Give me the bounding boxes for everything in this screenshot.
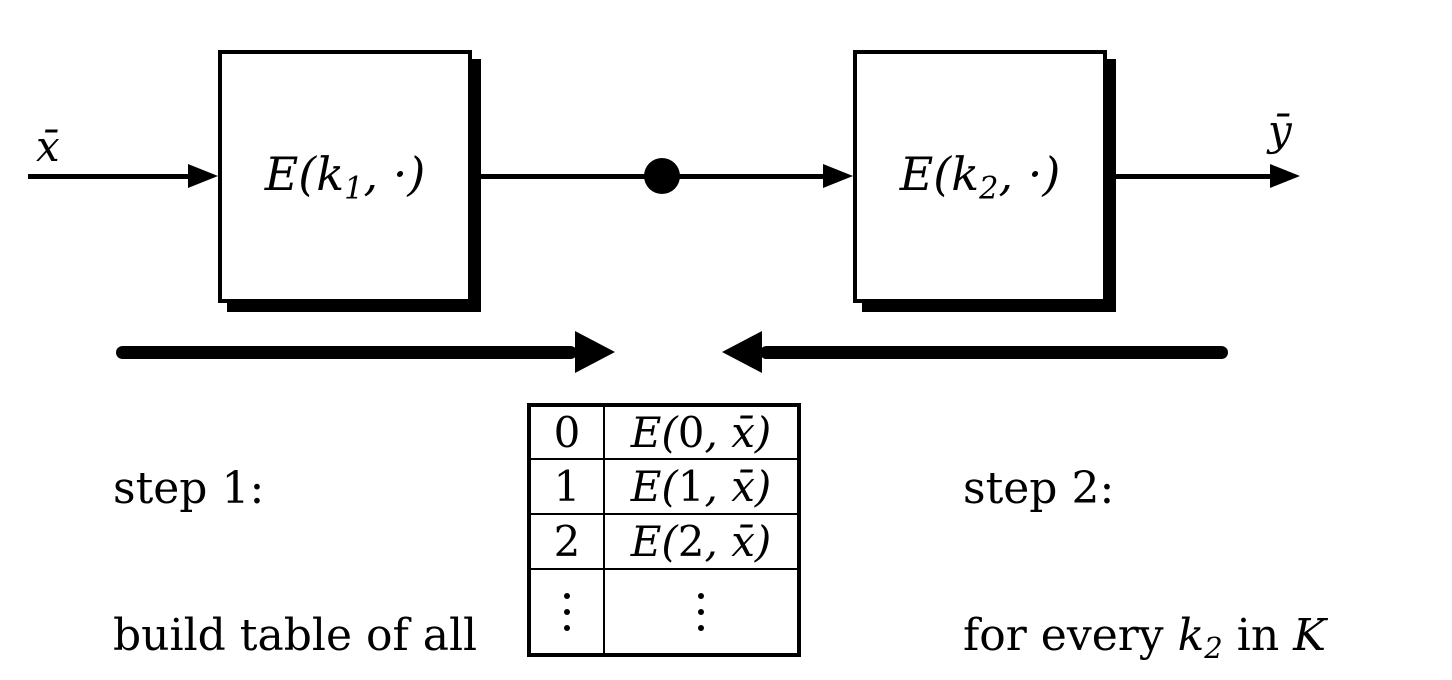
output-label: ȳ bbox=[1268, 106, 1292, 155]
step1-line1: step 1: bbox=[113, 463, 265, 514]
junction-dot-icon bbox=[644, 158, 680, 194]
step2-arrow-bar bbox=[760, 346, 1228, 359]
encrypt-box-2: E(k2, ·) bbox=[853, 50, 1107, 303]
input-arrowhead-icon bbox=[188, 164, 218, 188]
encrypt-box-1-label: E(k1, ·) bbox=[264, 146, 426, 207]
table-key-cell: 0 bbox=[531, 407, 605, 460]
output-arrowhead-icon bbox=[1270, 164, 1300, 188]
step1-arrow-bar bbox=[116, 346, 577, 359]
input-label: x̄ bbox=[36, 122, 60, 171]
encrypt-box-1: E(k1, ·) bbox=[218, 50, 472, 303]
vdots-icon bbox=[698, 592, 704, 631]
step1-arrowhead-icon bbox=[575, 331, 615, 373]
step2-line2: for every k2 in K bbox=[963, 610, 1327, 666]
step1-line2: build table of all bbox=[113, 610, 478, 661]
table-key-cell: 2 bbox=[531, 515, 605, 570]
output-arrow-line bbox=[1107, 174, 1273, 179]
middle-arrowhead-icon bbox=[823, 164, 853, 188]
step2-line1: step 2: bbox=[963, 463, 1115, 514]
lookup-table: 0 E(0, x̄) 1 E(1, x̄) 2 E(2, x̄) bbox=[527, 403, 801, 657]
table-value-cell: E(2, x̄) bbox=[605, 515, 797, 570]
table-value-cell: E(1, x̄) bbox=[605, 460, 797, 515]
step2-arrowhead-icon bbox=[722, 331, 762, 373]
input-arrow-line bbox=[28, 174, 190, 179]
vdots-icon bbox=[564, 592, 570, 631]
table-key-cell bbox=[531, 570, 605, 653]
table-value-cell: E(0, x̄) bbox=[605, 407, 797, 460]
table-value-cell bbox=[605, 570, 797, 653]
step1-text: step 1: build table of all E(k1, x̄) bbox=[113, 366, 477, 680]
step2-text: step 2: for every k2 in K lookup D(k2, ȳ… bbox=[963, 366, 1452, 680]
table-key-cell: 1 bbox=[531, 460, 605, 515]
encrypt-box-2-label: E(k2, ·) bbox=[899, 146, 1061, 207]
